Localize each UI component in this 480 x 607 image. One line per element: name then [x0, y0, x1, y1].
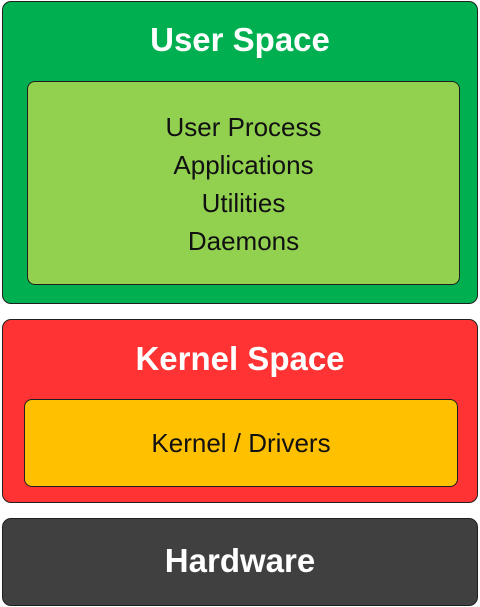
user-space-title: User Space — [150, 21, 330, 58]
user-space-inner-box: User Process Applications Utilities Daem… — [27, 81, 460, 285]
user-space-item-applications: Applications — [173, 150, 314, 180]
user-space-layer: User Space User Process Applications Uti… — [2, 1, 478, 304]
kernel-space-layer: Kernel Space Kernel / Drivers — [2, 319, 478, 503]
hardware-layer: Hardware — [2, 518, 478, 606]
kernel-space-title: Kernel Space — [135, 340, 345, 377]
user-space-item-user-process: User Process — [165, 112, 322, 142]
kernel-drivers-box: Kernel / Drivers — [24, 399, 458, 487]
user-space-item-daemons: Daemons — [187, 226, 300, 256]
user-space-item-utilities: Utilities — [201, 188, 286, 218]
hardware-title: Hardware — [164, 542, 316, 579]
kernel-drivers-label: Kernel / Drivers — [151, 428, 331, 458]
